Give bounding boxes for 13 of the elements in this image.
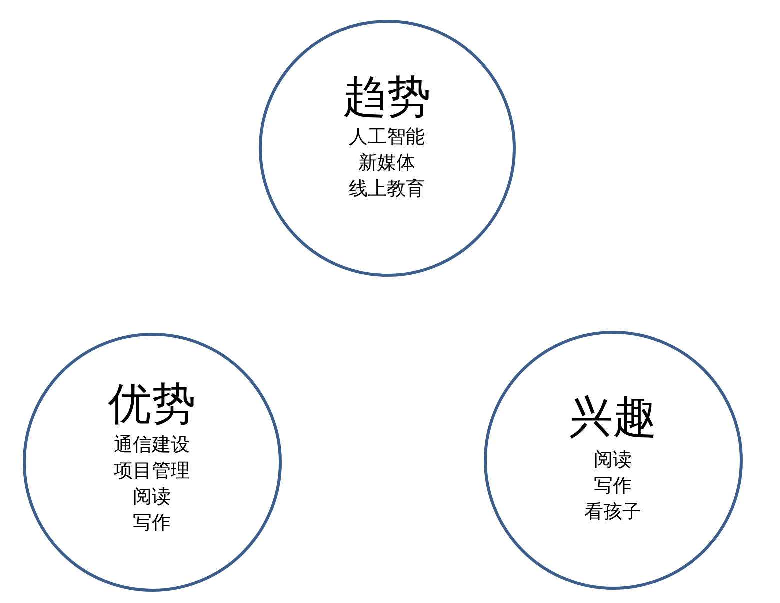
circle-heading: 趋势	[342, 76, 432, 120]
list-item: 阅读	[593, 450, 633, 470]
circle-heading: 优势	[107, 383, 197, 427]
list-item: 人工智能	[348, 128, 426, 146]
list-item: 线上教育	[348, 180, 426, 198]
list-item: 阅读	[132, 488, 172, 506]
list-item: 新媒体	[358, 154, 416, 172]
list-item: 看孩子	[584, 502, 642, 522]
list-item: 写作	[132, 514, 172, 532]
list-item: 项目管理	[113, 462, 191, 480]
list-item: 写作	[593, 476, 633, 496]
list-item: 通信建设	[113, 436, 191, 454]
circle-heading: 兴趣	[568, 396, 658, 440]
